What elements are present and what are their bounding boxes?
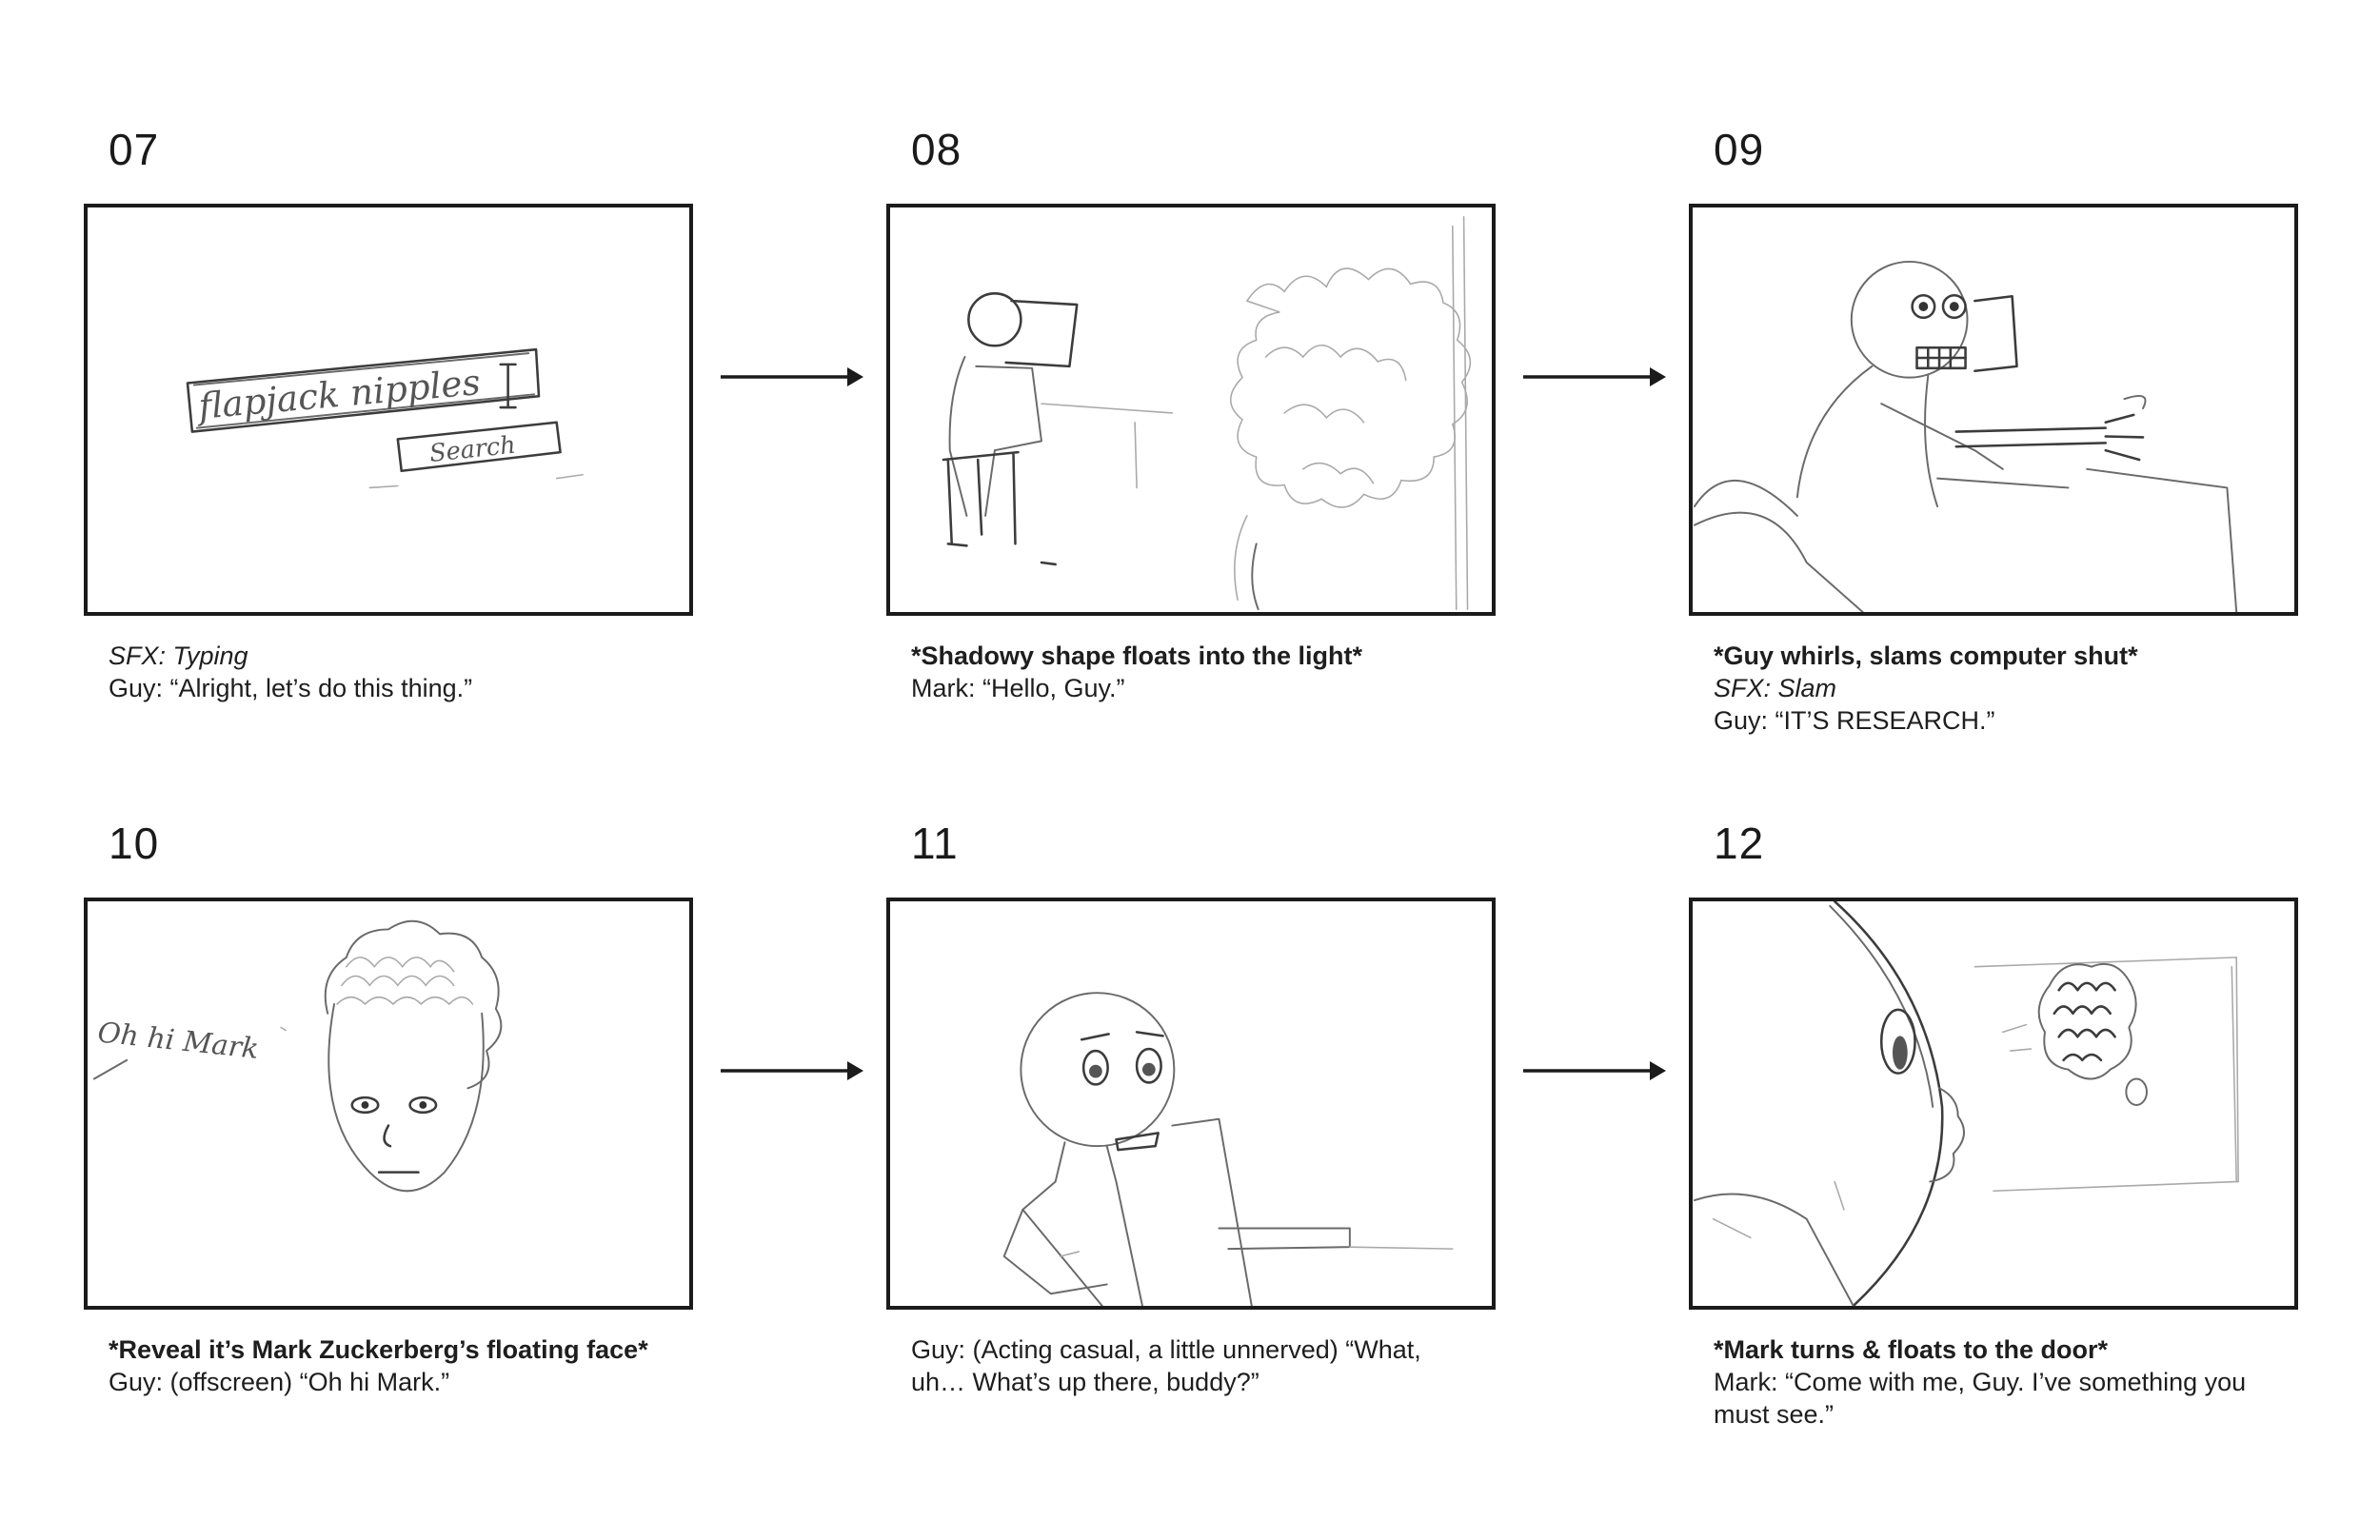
arrow-right-icon: [721, 1061, 863, 1080]
caption-11-line-2: uh… What’s up there, buddy?”: [911, 1368, 1259, 1396]
storyboard-frame-12: [1689, 898, 2298, 1310]
storyboard-frame-11: [886, 898, 1496, 1310]
arrow-right-icon: [721, 367, 863, 386]
sketch-floating-face: Oh hi Mark: [92, 919, 503, 1193]
caption-07-line-1: SFX: Typing: [109, 642, 248, 670]
sketch-guy-acting-casual: [1002, 992, 1454, 1306]
panel-number-07: 07: [109, 125, 160, 174]
sketch-search-button-text: Search: [428, 431, 517, 468]
sketch-guy-slams-computer: [1693, 260, 2238, 612]
caption-10-line-2: Guy: (offscreen) “Oh hi Mark.”: [109, 1368, 450, 1396]
caption-10: *Reveal it’s Mark Zuckerberg’s floating …: [109, 1333, 699, 1398]
sketch-handwriting: Oh hi Mark: [96, 1016, 260, 1065]
caption-12-line-2: Mark: “Come with me, Guy. I’ve something…: [1714, 1368, 2247, 1396]
storyboard-frame-08: [886, 204, 1496, 616]
panel-number-09: 09: [1714, 125, 1765, 174]
caption-09-line-1: *Guy whirls, slams computer shut*: [1714, 642, 2138, 670]
caption-12-line-1: *Mark turns & floats to the door*: [1714, 1335, 2109, 1364]
caption-12: *Mark turns & floats to the door* Mark: …: [1714, 1333, 2304, 1431]
sketch-shadowy-shape: [942, 216, 1472, 611]
storyboard-frame-09: [1689, 204, 2298, 616]
storyboard-frame-10: Oh hi Mark: [84, 898, 693, 1310]
caption-07-line-2: Guy: “Alright, let’s do this thing.”: [109, 674, 473, 702]
caption-08-line-2: Mark: “Hello, Guy.”: [911, 674, 1125, 702]
panel-number-10: 10: [109, 819, 160, 868]
storyboard-frame-07: flapjack nipples Search: [84, 204, 693, 616]
caption-11: Guy: (Acting casual, a little unnerved) …: [911, 1333, 1501, 1398]
panel-number-08: 08: [911, 125, 962, 174]
sketch-search-box: flapjack nipples Search: [186, 347, 584, 489]
panel-number-12: 12: [1714, 819, 1765, 868]
caption-09-line-3: Guy: “IT’S RESEARCH.”: [1714, 706, 1995, 735]
caption-08-line-1: *Shadowy shape floats into the light*: [911, 642, 1363, 670]
caption-07: SFX: Typing Guy: “Alright, let’s do this…: [109, 640, 699, 704]
caption-11-line-1: Guy: (Acting casual, a little unnerved) …: [911, 1335, 1421, 1364]
arrow-right-icon: [1523, 367, 1666, 386]
arrow-right-icon: [1523, 1061, 1666, 1080]
sketch-mark-floats-to-door: [1693, 901, 2239, 1306]
caption-12-line-3: must see.”: [1714, 1400, 1835, 1429]
caption-09-line-2: SFX: Slam: [1714, 674, 1837, 702]
panel-number-11: 11: [911, 819, 959, 868]
caption-10-line-1: *Reveal it’s Mark Zuckerberg’s floating …: [109, 1335, 648, 1364]
caption-08: *Shadowy shape floats into the light* Ma…: [911, 640, 1501, 704]
caption-09: *Guy whirls, slams computer shut* SFX: S…: [1714, 640, 2304, 737]
